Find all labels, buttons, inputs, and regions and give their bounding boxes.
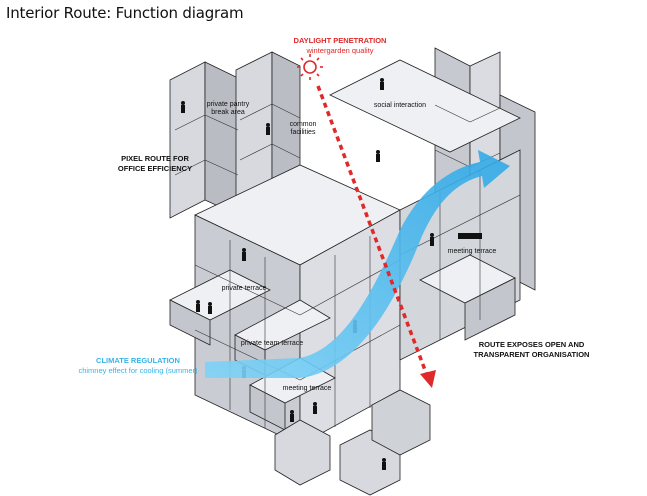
space-label-team-terrace: private team terrace <box>240 340 304 347</box>
building-structure <box>169 47 536 496</box>
space-label-private-terrace: private terrace <box>221 285 267 292</box>
route-exposes-line2: TRANSPARENT ORGANISATION <box>473 350 590 359</box>
route-exposes-annotation: ROUTE EXPOSES OPEN AND TRANSPARENT ORGAN… <box>464 340 599 360</box>
page-title: Interior Route: Function diagram <box>6 4 244 22</box>
daylight-title: DAYLIGHT PENETRATION <box>293 36 387 45</box>
daylight-subtitle: wintergarden quality <box>306 46 374 55</box>
climate-title: CLIMATE REGULATION <box>96 356 180 365</box>
space-label-social: social interaction <box>373 102 427 109</box>
pixel-route-annotation: PIXEL ROUTE FOR OFFICE EFFICIENCY <box>105 154 205 174</box>
daylight-annotation: DAYLIGHT PENETRATION wintergarden qualit… <box>280 36 400 56</box>
space-label-meeting-bottom: meeting terrace <box>282 385 332 392</box>
sun-icon <box>297 54 323 80</box>
space-label-pantry: private pantry break area <box>206 101 250 116</box>
climate-airflow-arrow <box>205 150 510 378</box>
daylight-arrow <box>316 85 436 388</box>
pixel-route-line1: PIXEL ROUTE FOR <box>121 154 189 163</box>
space-label-common: common facilities <box>289 121 317 136</box>
space-label-meeting-top: meeting terrace <box>447 248 497 255</box>
pixel-route-line2: OFFICE EFFICIENCY <box>117 164 193 173</box>
route-exposes-line1: ROUTE EXPOSES OPEN AND <box>478 340 585 349</box>
climate-subtitle: chimney effect for cooling (summer) <box>78 366 198 375</box>
climate-annotation: CLIMATE REGULATION chimney effect for co… <box>68 356 208 376</box>
